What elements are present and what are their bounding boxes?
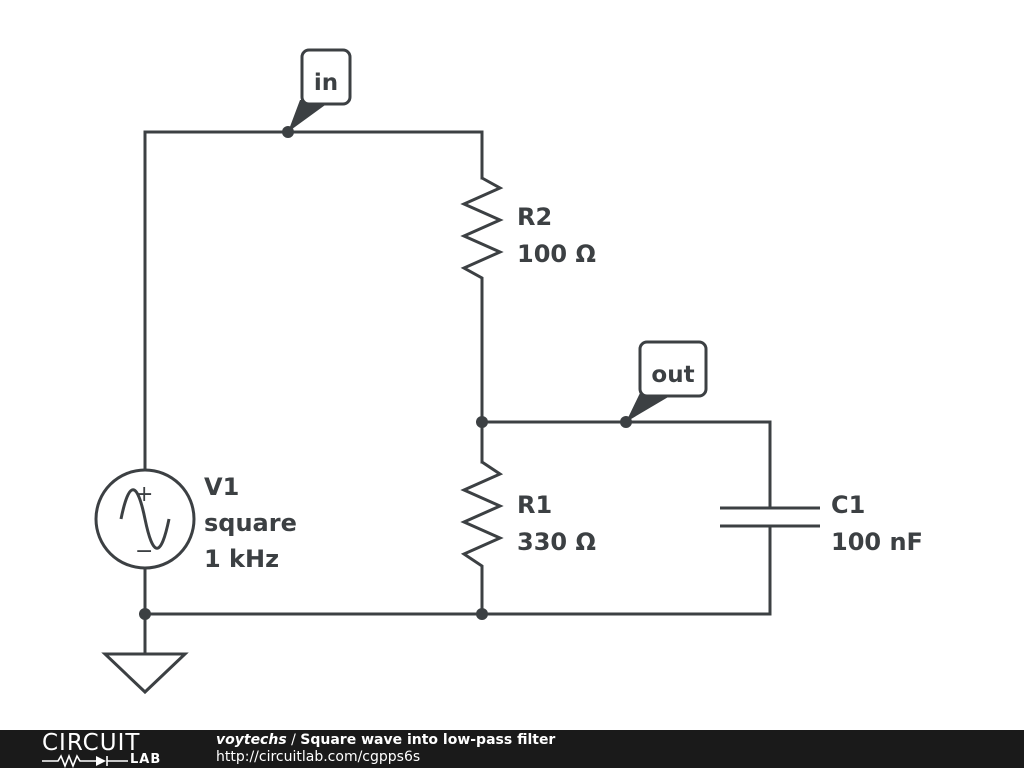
footer-bar: CIRCUIT LAB voytechs / Square wave into …: [0, 730, 1024, 768]
wire-out-to-c1: [480, 420, 772, 510]
footer-title: Square wave into low-pass filter: [300, 732, 556, 748]
footer-caption: voytechs / Square wave into low-pass fil…: [216, 732, 555, 766]
r1-value: 330 Ω: [517, 528, 596, 556]
v1-name: V1: [204, 473, 239, 501]
footer-title-line: voytechs / Square wave into low-pass fil…: [216, 732, 555, 749]
v1-frequency: 1 kHz: [204, 545, 279, 573]
junction-mid: [476, 416, 488, 428]
footer-author[interactable]: voytechs: [216, 732, 287, 748]
v1-type: square: [204, 509, 297, 537]
footer-separator: /: [286, 732, 301, 748]
v1-minus-sign: −: [135, 539, 153, 564]
circuit-schematic: R2 100 Ω R1 330 Ω C1 100 nF + − V1 squar…: [94, 48, 923, 695]
logo-text-lab: LAB: [130, 752, 162, 767]
footer-url[interactable]: http://circuitlab.com/cgpps6s: [216, 749, 421, 765]
net-label-out-text: out: [651, 362, 694, 388]
net-label-out[interactable]: out: [626, 340, 708, 422]
ground-symbol: [101, 652, 189, 695]
resistor-r1-symbol[interactable]: [460, 460, 504, 574]
wire-top: [143, 130, 484, 472]
r2-name: R2: [517, 203, 552, 231]
capacitor-c1-symbol[interactable]: [720, 506, 820, 528]
net-label-in[interactable]: in: [288, 48, 352, 132]
logo-text-circuit: CIRCUIT: [42, 730, 141, 756]
junction-bottom-mid: [476, 608, 488, 620]
voltage-source-v1-symbol[interactable]: + −: [94, 468, 196, 570]
net-label-in-text: in: [314, 70, 338, 96]
circuitlab-logo[interactable]: CIRCUIT LAB: [42, 730, 182, 768]
logo-resistor-diode-icon: [42, 754, 128, 768]
r1-name: R1: [517, 491, 552, 519]
wires: [143, 130, 772, 656]
r2-value: 100 Ω: [517, 240, 596, 268]
resistor-r2-symbol[interactable]: [460, 176, 504, 286]
v1-plus-sign: +: [135, 482, 153, 507]
junction-bottom-left: [139, 608, 151, 620]
c1-name: C1: [831, 491, 865, 519]
c1-value: 100 nF: [831, 528, 923, 556]
